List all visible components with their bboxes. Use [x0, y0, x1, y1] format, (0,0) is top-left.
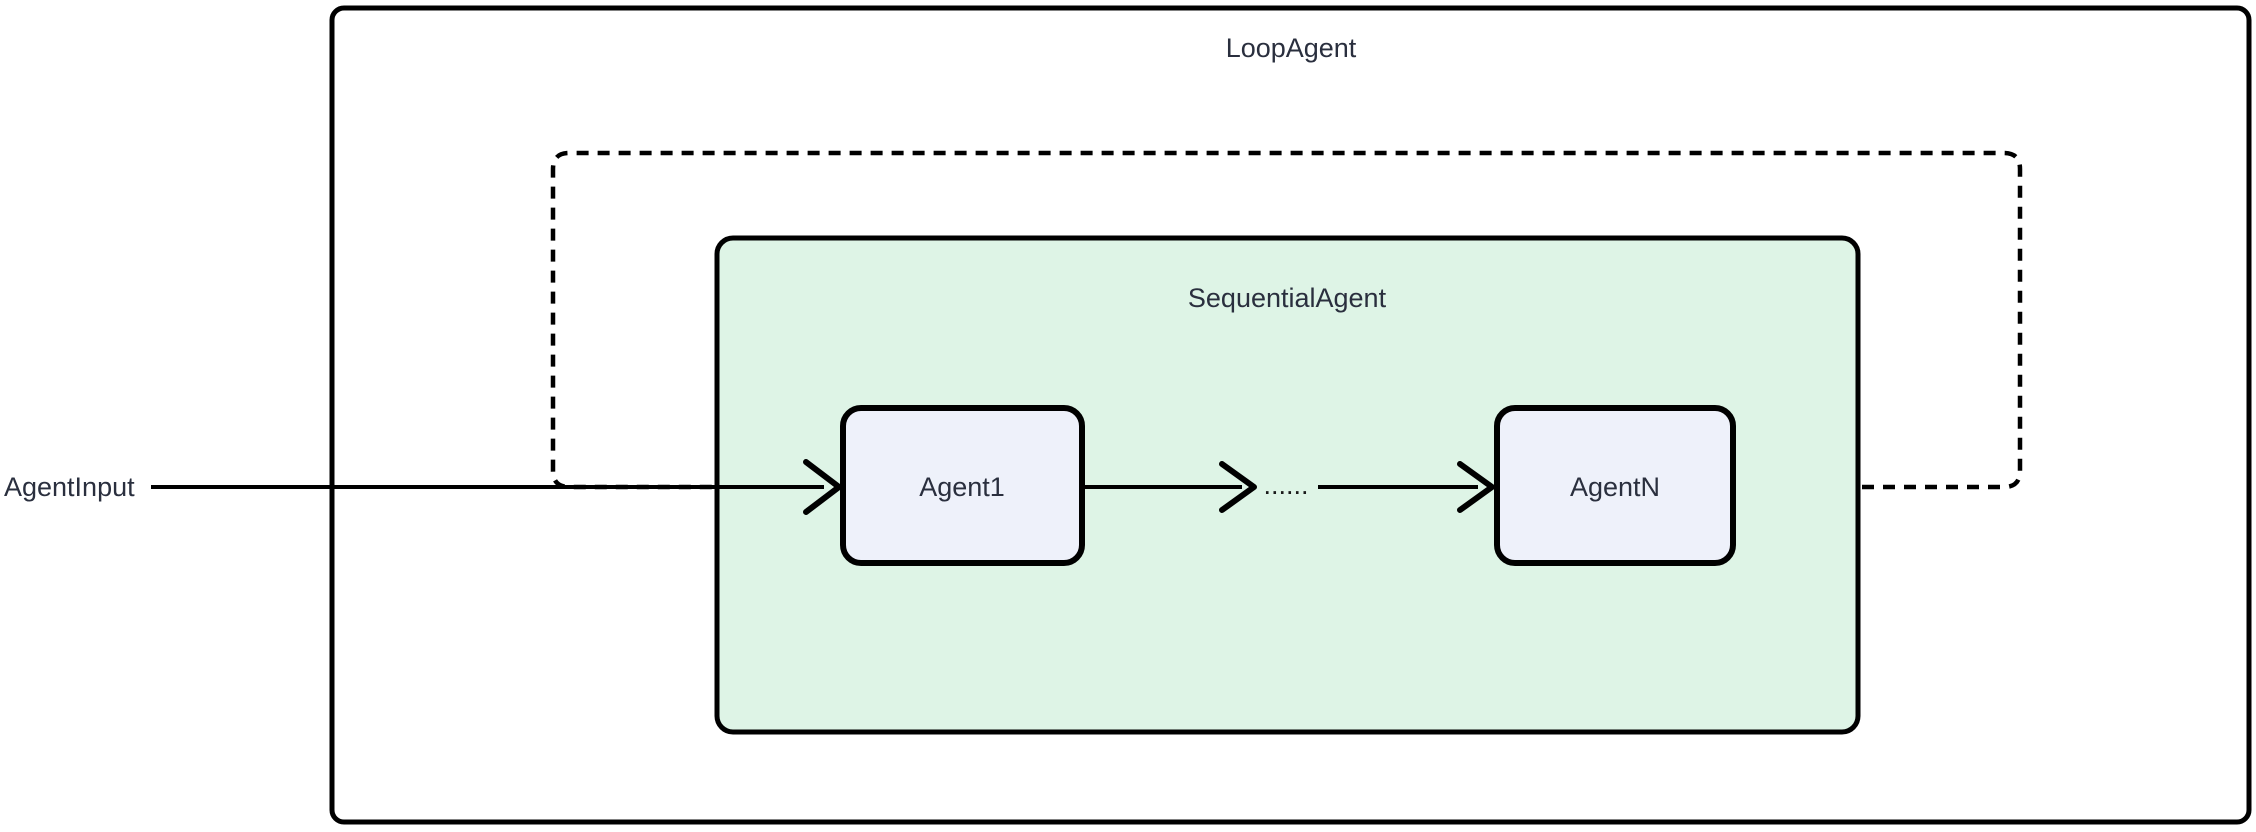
- sequential-agent-title: SequentialAgent: [1188, 283, 1387, 313]
- node-ellipsis-label: ......: [1263, 470, 1308, 500]
- arrowhead-into-agentn: [1457, 461, 1495, 513]
- node-agent1: [840, 405, 1085, 566]
- node-agent1-label: Agent1: [919, 472, 1005, 502]
- arrowhead-into-agent1: [803, 459, 842, 515]
- arrowhead-into-ellipsis: [1219, 461, 1257, 513]
- node-agentn: [1494, 405, 1736, 566]
- loop-agent-title: LoopAgent: [1226, 33, 1357, 63]
- node-agentn-label: AgentN: [1570, 472, 1660, 502]
- agent-input-label: AgentInput: [4, 472, 135, 502]
